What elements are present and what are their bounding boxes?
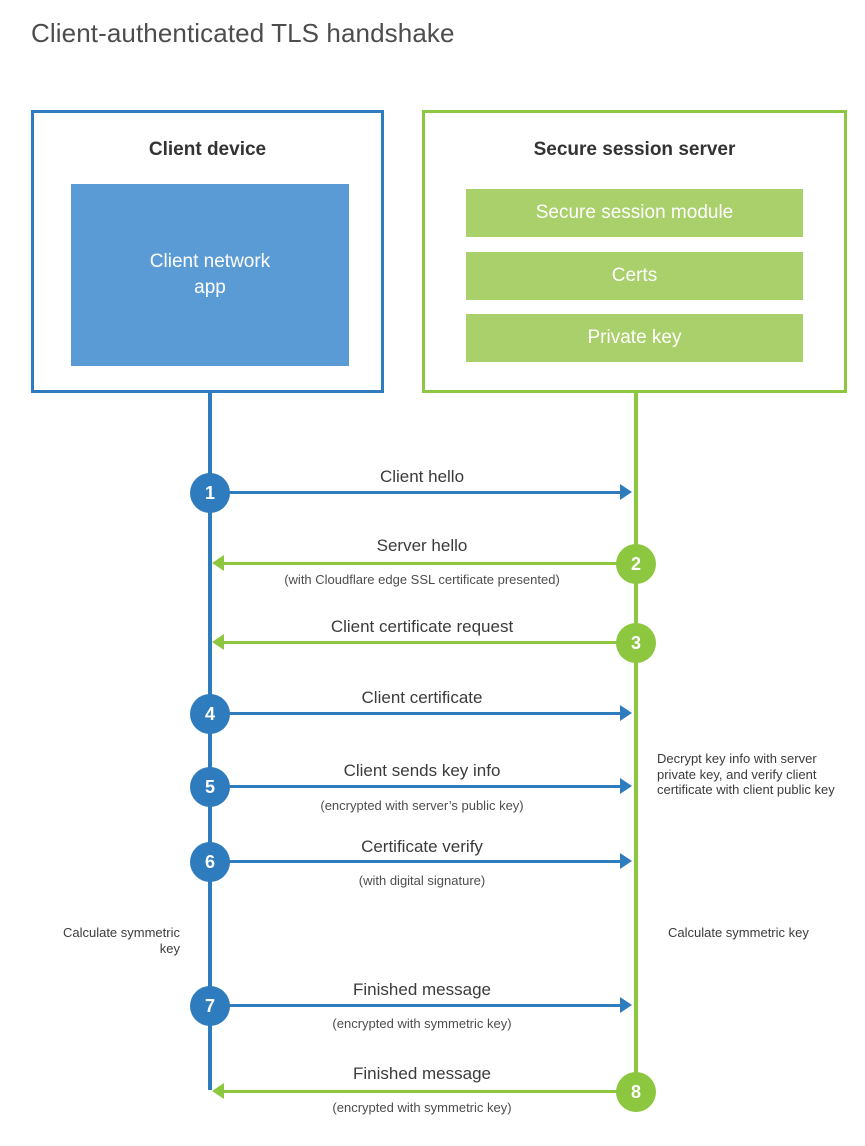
step-5-label: Client sends key info xyxy=(343,761,501,780)
step-2-label: Server hello xyxy=(376,536,468,555)
step-4-arrow-head xyxy=(620,705,632,721)
client-network-app-label: Client network app xyxy=(149,251,271,298)
secure-session-server-title: Secure session server xyxy=(533,139,736,160)
client-lifeline xyxy=(208,393,212,1090)
client-calculate-symmetric-key-note: Calculate symmetric key xyxy=(62,925,180,956)
step-1-circle[interactable]: 1 xyxy=(190,473,230,513)
step-3-arrow-head xyxy=(212,634,224,650)
step-1-arrow-line xyxy=(210,491,622,494)
step-6-sublabel: (with digital signature) xyxy=(358,873,486,888)
step-6-arrow-line xyxy=(210,860,622,863)
step-8-circle[interactable]: 8 xyxy=(616,1072,656,1112)
step-6-label: Certificate verify xyxy=(361,837,483,856)
server-decrypt-note: Decrypt key info with server private key… xyxy=(657,751,835,797)
step-7-sublabel: (encrypted with symmetric key) xyxy=(332,1016,512,1031)
step-7-arrow-head xyxy=(620,997,632,1013)
step-4-arrow-line xyxy=(210,712,622,715)
step-2-arrow-line xyxy=(224,562,636,565)
server-component-secure-session-module: Secure session module xyxy=(466,189,803,237)
step-7-label: Finished message xyxy=(353,980,491,999)
step-6-arrow-head xyxy=(620,853,632,869)
secure-session-server-box: Secure session server Secure session mod… xyxy=(422,110,847,393)
step-2-circle[interactable]: 2 xyxy=(616,544,656,584)
step-5-circle[interactable]: 5 xyxy=(190,767,230,807)
server-lifeline xyxy=(634,393,638,1092)
step-7-circle[interactable]: 7 xyxy=(190,986,230,1026)
step-7-arrow-line xyxy=(210,1004,622,1007)
step-6-circle[interactable]: 6 xyxy=(190,842,230,882)
step-3-arrow-line xyxy=(224,641,636,644)
step-2-arrow-head xyxy=(212,555,224,571)
step-8-sublabel: (encrypted with symmetric key) xyxy=(332,1100,512,1115)
step-8-arrow-line xyxy=(224,1090,636,1093)
step-5-arrow-line xyxy=(210,785,622,788)
step-3-label: Client certificate request xyxy=(330,617,514,636)
client-device-box: Client device Client network app xyxy=(31,110,384,393)
server-component-private-key: Private key xyxy=(466,314,803,362)
step-8-label: Finished message xyxy=(353,1064,491,1083)
client-network-app-block: Client network app xyxy=(71,184,349,366)
step-4-label: Client certificate xyxy=(361,688,483,707)
step-5-sublabel: (encrypted with server’s public key) xyxy=(320,798,524,813)
step-5-arrow-head xyxy=(620,778,632,794)
server-component-certs: Certs xyxy=(466,252,803,300)
server-calculate-symmetric-key-note: Calculate symmetric key xyxy=(668,925,809,940)
step-4-circle[interactable]: 4 xyxy=(190,694,230,734)
step-1-label: Client hello xyxy=(379,467,465,486)
step-8-arrow-head xyxy=(212,1083,224,1099)
client-device-title: Client device xyxy=(148,139,267,160)
step-3-circle[interactable]: 3 xyxy=(616,623,656,663)
step-2-sublabel: (with Cloudflare edge SSL certificate pr… xyxy=(284,572,560,587)
page-title: Client-authenticated TLS handshake xyxy=(31,18,455,48)
step-1-arrow-head xyxy=(620,484,632,500)
